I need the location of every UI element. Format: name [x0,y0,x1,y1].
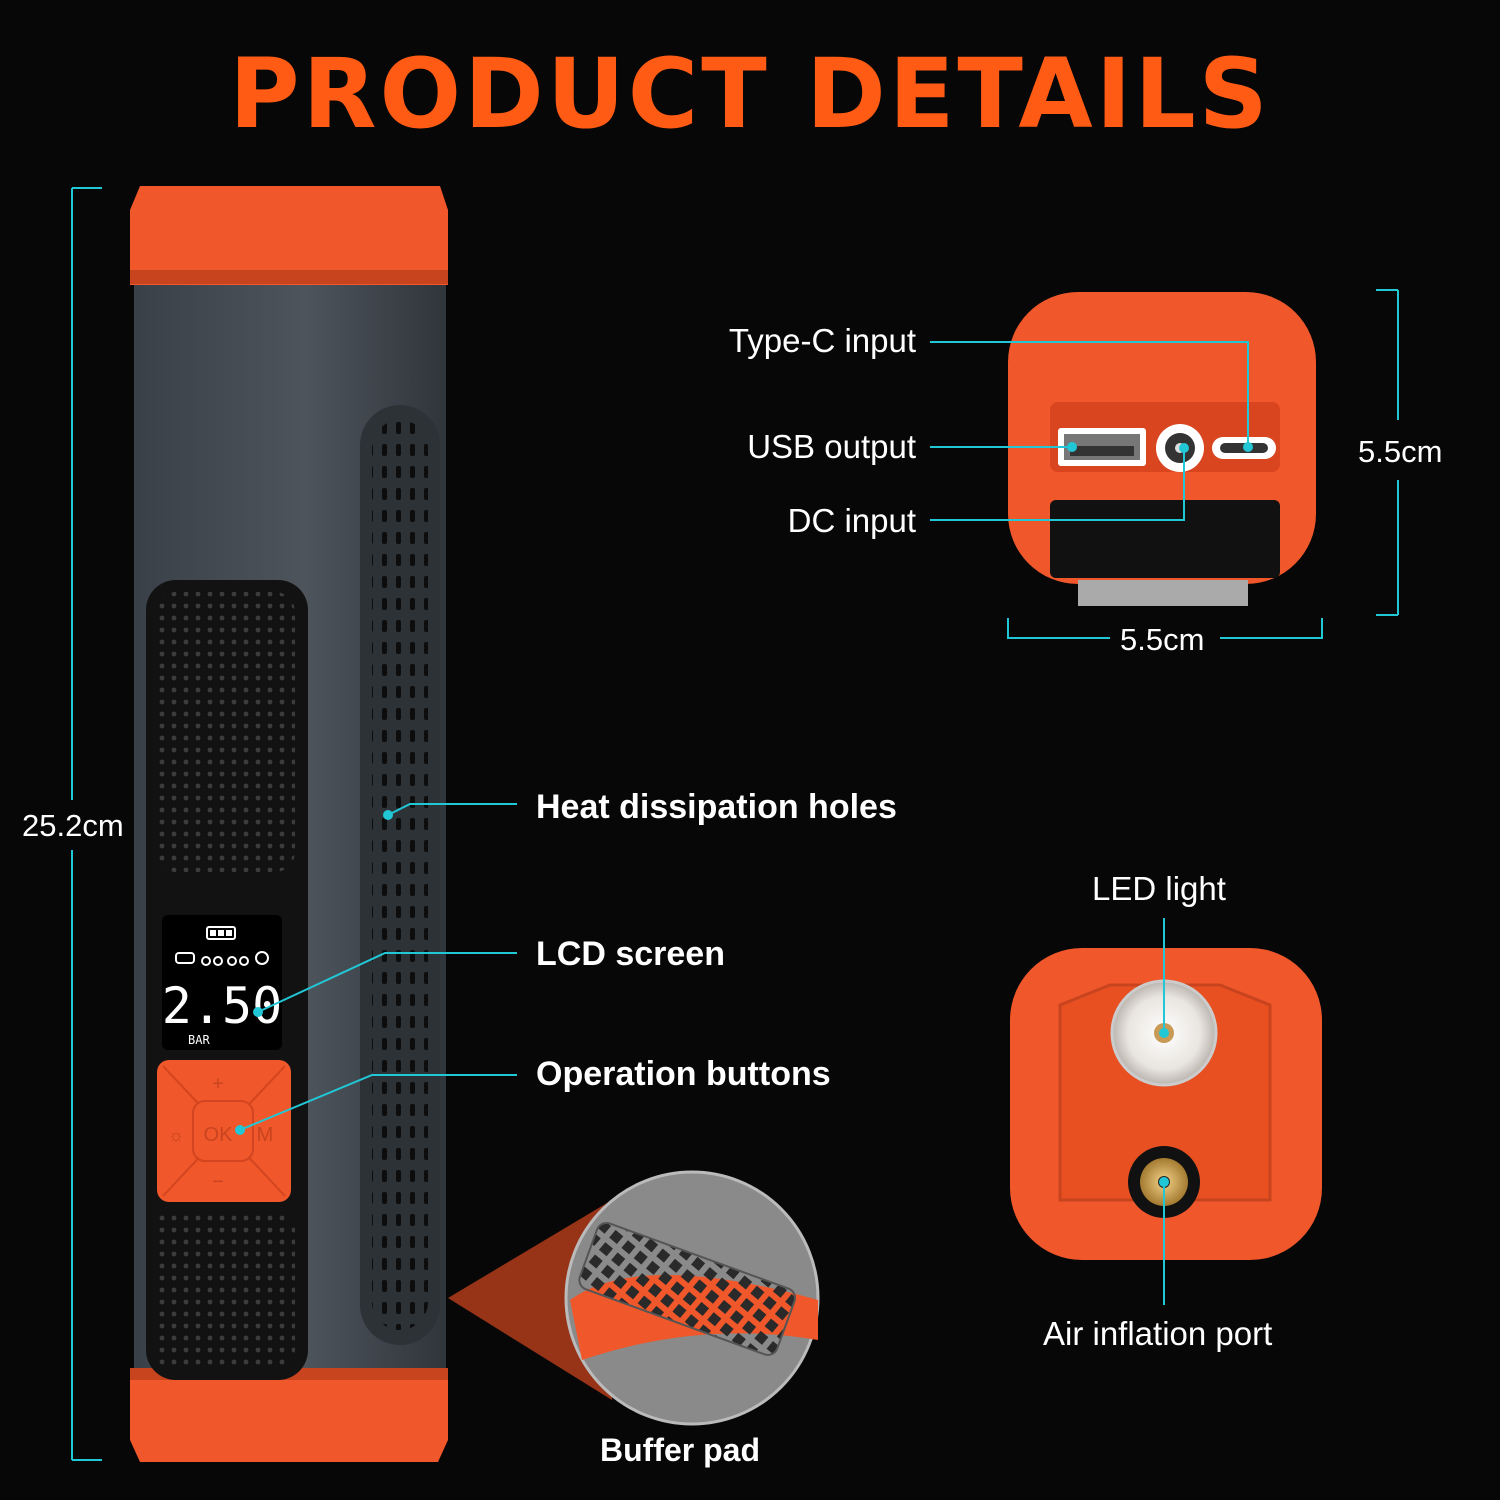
height-dimension-line [71,187,102,1461]
air-inflation-label: Air inflation port [1043,1315,1273,1352]
button-pad [157,1060,291,1202]
type-c-label: Type-C input [728,322,916,359]
led-light-label: LED light [1092,870,1226,907]
port-height-label: 5.5cm [1358,434,1443,469]
callout-lines [239,803,517,1131]
plus-button[interactable]: + [212,1073,224,1095]
lcd-reading: 2.50 [162,977,282,1035]
buffer-pad-label: Buffer pad [600,1432,760,1468]
led-end-view [1010,948,1322,1260]
pump-body [130,186,448,1462]
height-label: 25.2cm [22,808,124,843]
bicycle-icon [227,956,249,966]
heat-dissipation-label: Heat dissipation holes [536,788,897,826]
ok-button[interactable]: OK [204,1124,234,1146]
ball-icon [255,951,269,965]
light-button[interactable]: ☼ [168,1125,185,1145]
battery-icon [206,926,236,940]
motorcycle-icon [201,956,223,966]
minus-button[interactable]: − [212,1171,224,1193]
mode-button[interactable]: M [257,1124,274,1146]
buffer-pad-zoom [448,1170,820,1426]
port-end-view [1008,292,1316,606]
usb-output-label: USB output [747,428,916,465]
lcd-screen-label: LCD screen [536,935,725,973]
port-width-label: 5.5cm [1120,622,1205,657]
dc-input-label: DC input [787,502,916,539]
car-icon [175,952,195,964]
lcd-unit: BAR [188,1033,210,1047]
page-title: PRODUCT DETAILS [229,38,1271,150]
operation-buttons-label: Operation buttons [536,1055,831,1093]
